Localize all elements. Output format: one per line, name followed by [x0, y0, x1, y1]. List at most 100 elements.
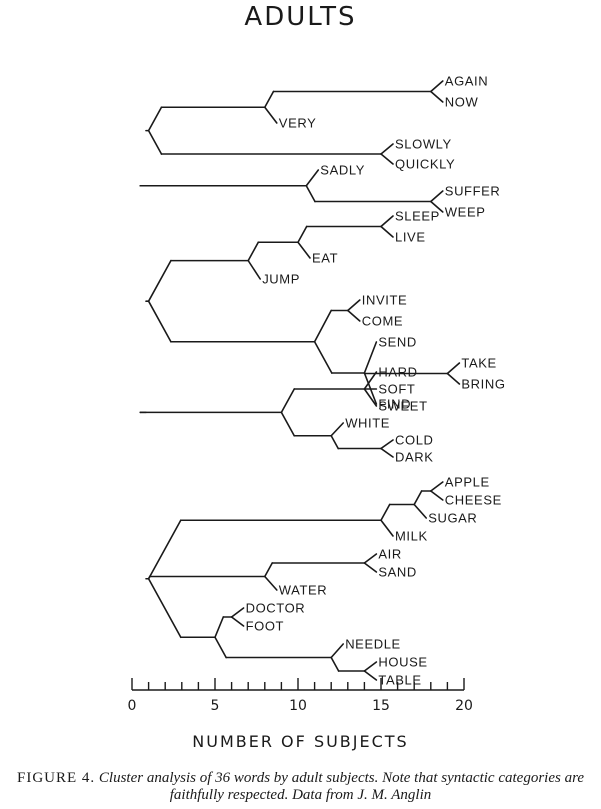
branch-nouns-3 — [380, 503, 391, 522]
branch-verbs-2-15 — [346, 299, 361, 312]
branch-verbs-2-11 — [147, 300, 172, 343]
branch-nouns-18 — [147, 577, 182, 639]
branch-verbs-2-23 — [446, 372, 461, 385]
word-label-needle: NEEDLE — [345, 637, 401, 652]
branch-verbs-2-5 — [297, 225, 308, 244]
branch-verbs-2-17 — [313, 340, 333, 374]
branch-adjectives-8 — [280, 411, 296, 437]
branch-nouns-15 — [363, 553, 378, 564]
word-label-soft: SOFT — [378, 382, 415, 397]
word-label-sadly: SADLY — [320, 163, 365, 178]
word-label-eat: EAT — [312, 251, 338, 266]
branch-adverbs-1 — [147, 106, 163, 132]
branch-adjectives-5 — [363, 371, 378, 390]
branch-nouns-24 — [214, 636, 227, 659]
branch-nouns-22 — [230, 607, 245, 618]
word-label-house: HOUSE — [378, 655, 427, 670]
branch-nouns-20 — [214, 616, 225, 639]
word-label-foot: FOOT — [246, 619, 285, 634]
word-label-find: FIND — [378, 397, 411, 412]
branch-verbs-2-10 — [247, 259, 262, 280]
word-label-send: SEND — [378, 335, 417, 350]
branch-verbs-2-19 — [363, 341, 378, 374]
branch-verbs-2-1 — [147, 259, 172, 302]
branch-nouns-29 — [363, 661, 378, 672]
branch-verbs-1-6 — [429, 190, 444, 203]
word-label-cold: COLD — [395, 433, 434, 448]
word-label-come: COME — [362, 314, 403, 329]
branch-adverbs-3 — [263, 90, 275, 109]
branch-verbs-2-3 — [247, 241, 260, 262]
branch-adverbs-10 — [380, 143, 394, 155]
figure-title: ADULTS — [244, 2, 357, 32]
word-label-quickly: QUICKLY — [395, 157, 455, 172]
branch-nouns-5 — [413, 490, 423, 506]
axis-tick-label-0: 0 — [128, 698, 137, 714]
cluster-trees: AGAINNOWVERYSLOWLYQUICKLYSADLYSUFFERWEEP… — [139, 74, 505, 688]
branch-verbs-2-22 — [446, 362, 461, 375]
word-label-now: NOW — [445, 95, 479, 110]
branch-nouns-13 — [263, 562, 274, 578]
word-label-live: LIVE — [395, 230, 426, 245]
cluster-verbs-2: SLEEPLIVEEATJUMPINVITECOMESENDTAKEBRINGF… — [145, 209, 505, 412]
branch-nouns-8 — [429, 490, 444, 501]
dendrogram: AGAINNOWVERYSLOWLYQUICKLYSADLYSUFFERWEEP… — [128, 74, 505, 715]
word-label-sand: SAND — [378, 565, 417, 580]
word-label-invite: INVITE — [362, 293, 408, 308]
branch-adjectives-7 — [363, 388, 378, 407]
branch-verbs-2-13 — [313, 309, 333, 343]
word-label-take: TAKE — [461, 356, 496, 371]
branch-nouns-7 — [429, 481, 444, 492]
branch-adverbs-5 — [429, 80, 444, 93]
branch-nouns-10 — [380, 519, 394, 537]
branch-adverbs-6 — [429, 90, 444, 103]
caption-lead: FIGURE 4. — [16, 770, 96, 786]
axis-tick-label-10: 10 — [289, 698, 307, 714]
word-label-sugar: SUGAR — [428, 511, 477, 526]
branch-nouns-30 — [363, 670, 378, 681]
branch-verbs-1-3 — [305, 169, 320, 187]
branch-nouns-17 — [263, 575, 278, 591]
word-label-air: AIR — [378, 547, 401, 562]
word-label-doctor: DOCTOR — [246, 601, 306, 616]
branch-adverbs-11 — [380, 153, 394, 165]
branch-adverbs-8 — [147, 129, 163, 155]
word-label-sweet: SWEET — [378, 399, 427, 414]
figure-caption: FIGURE 4. Cluster analysis of 36 words b… — [12, 770, 589, 804]
branch-adjectives-11 — [330, 434, 340, 450]
branch-verbs-2-16 — [346, 309, 361, 322]
word-label-again: AGAIN — [445, 74, 488, 89]
word-label-hard: HARD — [378, 365, 417, 380]
branch-verbs-1-7 — [429, 200, 444, 213]
cluster-verbs-1: SADLY SUFFER WEEP — [139, 163, 501, 220]
word-label-water: WATER — [279, 583, 328, 598]
word-label-suffer: SUFFER — [445, 184, 501, 199]
caption-text: Cluster analysis of 36 words by adult su… — [98, 770, 585, 803]
word-label-weep: WEEP — [445, 205, 486, 220]
branch-verbs-2-7 — [380, 215, 394, 228]
branch-nouns-26 — [330, 643, 345, 659]
branch-nouns-1 — [147, 519, 182, 580]
branch-verbs-1-4 — [305, 184, 316, 203]
word-label-dark: DARK — [395, 450, 434, 465]
word-label-table: TABLE — [378, 673, 421, 688]
branch-adjectives-10 — [330, 422, 345, 437]
branch-verbs-2-8 — [380, 225, 394, 238]
axis-title: NUMBER OF SUBJECTS — [192, 732, 409, 751]
branch-adjectives-3 — [280, 388, 296, 414]
word-label-bring: BRING — [461, 377, 505, 392]
word-label-very: VERY — [279, 116, 317, 131]
branch-nouns-9 — [413, 503, 428, 519]
axis-tick-label-5: 5 — [211, 698, 220, 714]
branch-verbs-2-9 — [297, 241, 311, 259]
word-label-milk: MILK — [395, 529, 428, 544]
branch-adverbs-7 — [263, 106, 278, 124]
branch-adjectives-14 — [380, 447, 394, 458]
cluster-adjectives: HARD SOFT SWEET WHITE COLD DARK — [139, 365, 434, 465]
cluster-nouns: APPLECHEESESUGARMILKAIRSANDWATERDOCTORFO… — [145, 475, 501, 688]
axis-tick-label-20: 20 — [455, 698, 473, 714]
branch-nouns-27 — [330, 656, 340, 672]
word-label-white: WHITE — [345, 416, 390, 431]
